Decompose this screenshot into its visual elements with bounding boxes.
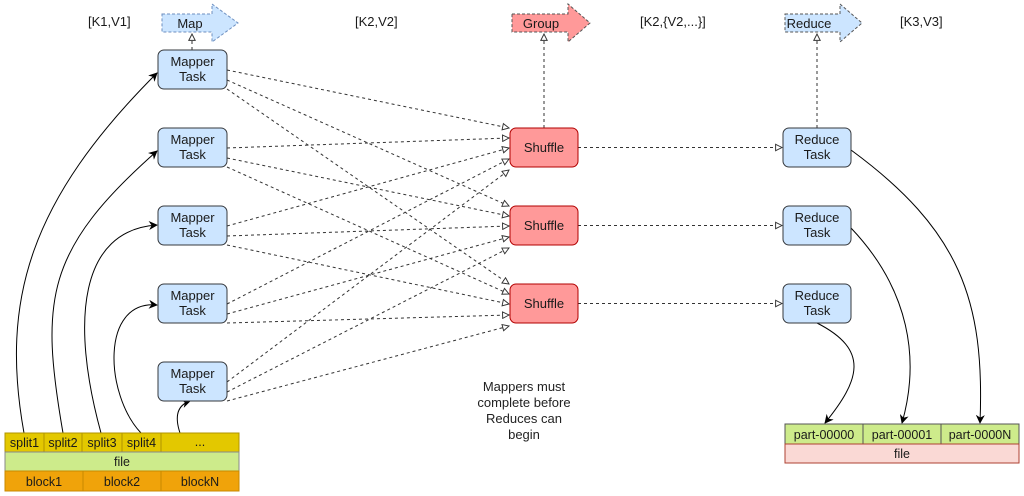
mapper-task-4-line2: Task	[179, 303, 206, 318]
mapper-task-5-line2: Task	[179, 381, 206, 396]
reduce-task-3-line2: Task	[804, 303, 831, 318]
reduce-task-1-line1: Reduce	[795, 132, 840, 147]
mapper-task-2-line1: Mapper	[170, 132, 215, 147]
edge-split2-to-mapper-2	[51, 150, 158, 434]
mapper-task-3-line1: Mapper	[170, 210, 215, 225]
reduce-task-2-line2: Task	[804, 225, 831, 240]
output-file-label: file	[894, 447, 910, 461]
edge-split3-to-mapper-3	[84, 221, 158, 434]
kv-label-k1v1: [K1,V1]	[88, 14, 131, 29]
edge-mapper-2-to-shuffle-1	[226, 138, 509, 149]
mapper-task-1[interactable]: Mapper Task	[157, 49, 228, 90]
input-file-table: split1 split2 split3 split4 ... file blo…	[4, 432, 240, 492]
note-line-1: Mappers must	[483, 379, 566, 394]
edge-mapper-5-to-shuffle-3	[226, 326, 509, 402]
edge-mapper-5-to-shuffle-1	[226, 170, 509, 383]
mapper-task-2[interactable]: Mapper Task	[157, 127, 228, 168]
kv-label-k2-list: [K2,{V2,...}]	[640, 14, 706, 29]
edge-mapper-3-to-shuffle-3	[226, 244, 509, 304]
edge-split1-to-mapper-1	[15, 72, 158, 434]
block-label-1: block1	[26, 475, 62, 489]
shuffle-2-label: Shuffle	[524, 218, 564, 233]
split-label-2: split2	[48, 436, 77, 450]
reduce-task-3[interactable]: Reduce Task	[782, 283, 852, 324]
shuffle-3-label: Shuffle	[524, 296, 564, 311]
split-label-1: split1	[10, 436, 39, 450]
output-file-table: part-00000 part-00001 part-0000N file	[784, 423, 1020, 464]
reduce-task-1-line2: Task	[804, 147, 831, 162]
input-file-label: file	[114, 455, 130, 469]
part-label-n: part-0000N	[949, 428, 1012, 442]
edge-mapper-3-to-shuffle-2	[226, 226, 509, 237]
note-line-2: complete before	[477, 395, 570, 410]
mapper-task-3-line2: Task	[179, 225, 206, 240]
part-label-1: part-00001	[872, 428, 933, 442]
kv-label-k2v2: [K2,V2]	[355, 14, 398, 29]
kv-label-k3v3: [K3,V3]	[900, 14, 943, 29]
part-label-0: part-00000	[794, 428, 855, 442]
split-label-4: split4	[127, 436, 156, 450]
note-line-4: begin	[508, 427, 540, 442]
phase-arrow-map-label: Map	[177, 16, 202, 31]
phase-arrow-group: Group	[511, 2, 591, 44]
mapper-task-4[interactable]: Mapper Task	[157, 283, 228, 324]
reduce-task-2-line1: Reduce	[795, 210, 840, 225]
phase-arrow-map: Map	[161, 3, 239, 43]
reduce-task-1[interactable]: Reduce Task	[782, 127, 852, 168]
reduce-task-2[interactable]: Reduce Task	[782, 205, 852, 246]
block-cell-n[interactable]	[160, 470, 240, 492]
mapper-task-4-line1: Mapper	[170, 288, 215, 303]
split-label-more: ...	[195, 435, 205, 449]
edge-reduce-2-to-part-1	[850, 227, 911, 424]
reduce-task-3-line1: Reduce	[795, 288, 840, 303]
note-line-3: Reduces can	[486, 411, 562, 426]
edge-split-more-to-mapper-5	[176, 399, 191, 434]
edge-reduce-1-to-part-n	[850, 149, 985, 424]
shuffle-1-label: Shuffle	[524, 140, 564, 155]
mapper-task-1-line2: Task	[179, 69, 206, 84]
mapper-task-5[interactable]: Mapper Task	[157, 361, 228, 402]
edge-split4-to-mapper-4	[113, 299, 158, 434]
edges-layer	[15, 34, 985, 434]
shuffle-1[interactable]: Shuffle	[509, 127, 579, 168]
mapper-task-5-line1: Mapper	[170, 366, 215, 381]
edge-mapper-3-to-shuffle-1	[226, 148, 509, 227]
mapper-task-1-line1: Mapper	[170, 54, 215, 69]
block-label-n: blockN	[181, 475, 219, 489]
edge-mapper-1-to-shuffle-1	[226, 69, 509, 128]
shuffle-2[interactable]: Shuffle	[509, 205, 579, 246]
block-label-2: block2	[104, 475, 140, 489]
output-file-row[interactable]	[784, 443, 1020, 464]
edge-reduce-3-to-part-0	[816, 322, 855, 424]
phase-arrow-reduce: Reduce	[784, 2, 863, 44]
shuffle-3[interactable]: Shuffle	[509, 283, 579, 324]
mapper-task-2-line2: Task	[179, 147, 206, 162]
edge-mapper-4-to-shuffle-1	[226, 159, 509, 305]
edge-mapper-4-to-shuffle-3	[226, 315, 509, 324]
mapper-task-3[interactable]: Mapper Task	[157, 205, 228, 246]
split-label-3: split3	[87, 436, 116, 450]
phase-arrow-reduce-label: Reduce	[787, 16, 832, 31]
edge-mapper-5-to-shuffle-2	[226, 248, 509, 393]
ordering-note: Mappers must complete before Reduces can…	[477, 379, 570, 442]
phase-arrow-group-label: Group	[523, 16, 559, 31]
